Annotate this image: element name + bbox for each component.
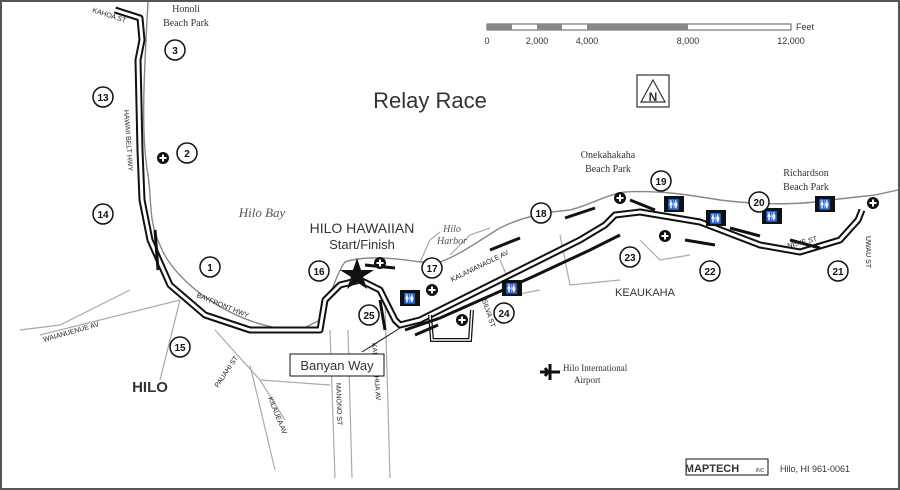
- svg-text:24: 24: [498, 309, 510, 320]
- arrow-icon: [378, 299, 387, 331]
- place-richardson-2: Beach Park: [783, 182, 829, 193]
- callout-box: [289, 353, 385, 377]
- scale-tick-4: 12,000: [777, 36, 805, 46]
- marker-3: 3: [164, 39, 186, 61]
- svg-text:🚻: 🚻: [766, 210, 778, 223]
- svg-text:1: 1: [207, 263, 213, 274]
- airplane-icon: [540, 364, 560, 380]
- marker-19: 19: [650, 170, 672, 192]
- arrow-icon: [729, 226, 761, 238]
- marker-16: 16: [308, 260, 330, 282]
- direction-arrows: [153, 198, 821, 337]
- svg-text:13: 13: [97, 93, 109, 104]
- scale-tick-3: 8,000: [677, 36, 700, 46]
- svg-text:🚻: 🚻: [710, 212, 722, 225]
- scale-bar: Feet 0 2,000 4,000 8,000 12,000: [484, 22, 814, 46]
- brand-suffix: INC: [756, 468, 765, 474]
- marker-17: 17: [421, 257, 443, 279]
- place-keaukaha: KEAUKAHA: [615, 287, 676, 299]
- place-onekahakaha-2: Beach Park: [585, 164, 631, 175]
- place-hilo-harbor-1: Hilo: [442, 224, 461, 235]
- arrow-icon: [414, 323, 439, 337]
- place-honoli-1: Honoli: [172, 4, 200, 15]
- street-cross-line: [259, 379, 331, 386]
- street-uwau: UWAU ST: [864, 236, 871, 269]
- north-arrow-icon: N: [636, 74, 670, 108]
- arrow-icon: [684, 238, 716, 247]
- arrow-icon: [564, 206, 596, 220]
- callout-banyan-way: Banyan Way: [300, 358, 374, 373]
- street-downtown-line: [159, 299, 181, 381]
- arrow-icon: [489, 236, 521, 252]
- street-hawaii-belt: HAWAII BELT HWY: [122, 110, 133, 172]
- svg-text:3: 3: [172, 46, 178, 57]
- svg-text:🚻: 🚻: [819, 198, 831, 211]
- svg-text:19: 19: [655, 177, 667, 188]
- arrow-icon: [629, 198, 656, 212]
- scale-tick-1: 2,000: [526, 36, 549, 46]
- svg-text:22: 22: [704, 267, 716, 278]
- place-airport-1: Hilo International: [563, 363, 628, 373]
- arrow-icon: [153, 229, 160, 271]
- marker-1: 1: [199, 256, 221, 278]
- marker-13: 13: [92, 86, 114, 108]
- svg-text:15: 15: [174, 343, 186, 354]
- scale-unit: Feet: [796, 22, 815, 32]
- svg-text:23: 23: [624, 253, 636, 264]
- svg-text:21: 21: [832, 267, 844, 278]
- marker-22: 22: [699, 260, 721, 282]
- svg-text:🚻: 🚻: [668, 198, 680, 211]
- brand-ref: Hilo, HI 961-0061: [780, 464, 850, 474]
- harbor-breakwater: [419, 227, 491, 263]
- place-onekahakaha-1: Onekahakaha: [581, 150, 636, 161]
- marker-23: 23: [619, 246, 641, 268]
- marker-14: 14: [92, 203, 114, 225]
- svg-text:N: N: [649, 90, 658, 104]
- restroom-icons: 🚻 🚻 🚻 🚻 🚻 🚻: [400, 196, 835, 306]
- marker-18: 18: [530, 202, 552, 224]
- place-hilo: HILO: [132, 379, 168, 396]
- place-hilo-bay: Hilo Bay: [238, 205, 286, 220]
- start-finish-sub: Start/Finish: [329, 237, 395, 252]
- marker-15: 15: [169, 336, 191, 358]
- arrow-icon: [789, 238, 821, 250]
- svg-text:20: 20: [753, 198, 765, 209]
- start-finish-name: HILO HAWAIIAN: [310, 220, 415, 236]
- brand-name: MAPTECH: [685, 463, 739, 475]
- svg-text:25: 25: [363, 311, 375, 322]
- place-honoli-2: Beach Park: [163, 18, 209, 29]
- marker-25: 25: [358, 304, 380, 326]
- svg-text:17: 17: [426, 264, 438, 275]
- callout-leader: [361, 327, 401, 353]
- svg-text:🚻: 🚻: [404, 292, 416, 305]
- street-manono: MANONO ST: [334, 383, 343, 426]
- street-keaukaha3-line: [639, 239, 691, 261]
- svg-text:2: 2: [184, 149, 190, 160]
- marker-20: 20: [748, 191, 770, 213]
- first-aid-icons: [157, 152, 879, 326]
- scale-tick-2: 4,000: [576, 36, 599, 46]
- map-title: Relay Race: [373, 88, 487, 113]
- street-waianuenue-line: [39, 299, 181, 336]
- coastline: [142, 1, 899, 331]
- marker-2: 2: [176, 142, 198, 164]
- place-airport-2: Airport: [574, 375, 601, 385]
- street-west-line: [19, 289, 131, 331]
- relay-markers: 1 2 3 13 14 15 16 17 18 19 20 21 22 23 2…: [92, 39, 849, 358]
- place-hilo-harbor-2: Harbor: [436, 236, 467, 247]
- street-kilauea-line: [249, 364, 276, 471]
- place-richardson-1: Richardson: [783, 168, 829, 179]
- scale-tick-0: 0: [484, 36, 489, 46]
- svg-text:🚻: 🚻: [506, 282, 518, 295]
- svg-text:16: 16: [313, 267, 325, 278]
- svg-text:14: 14: [97, 210, 109, 221]
- marker-24: 24: [493, 302, 515, 324]
- svg-text:18: 18: [535, 209, 547, 220]
- start-finish-star-icon: [340, 258, 374, 289]
- race-route-return: [404, 233, 621, 332]
- marker-21: 21: [827, 260, 849, 282]
- brand-logo-box: [685, 458, 769, 476]
